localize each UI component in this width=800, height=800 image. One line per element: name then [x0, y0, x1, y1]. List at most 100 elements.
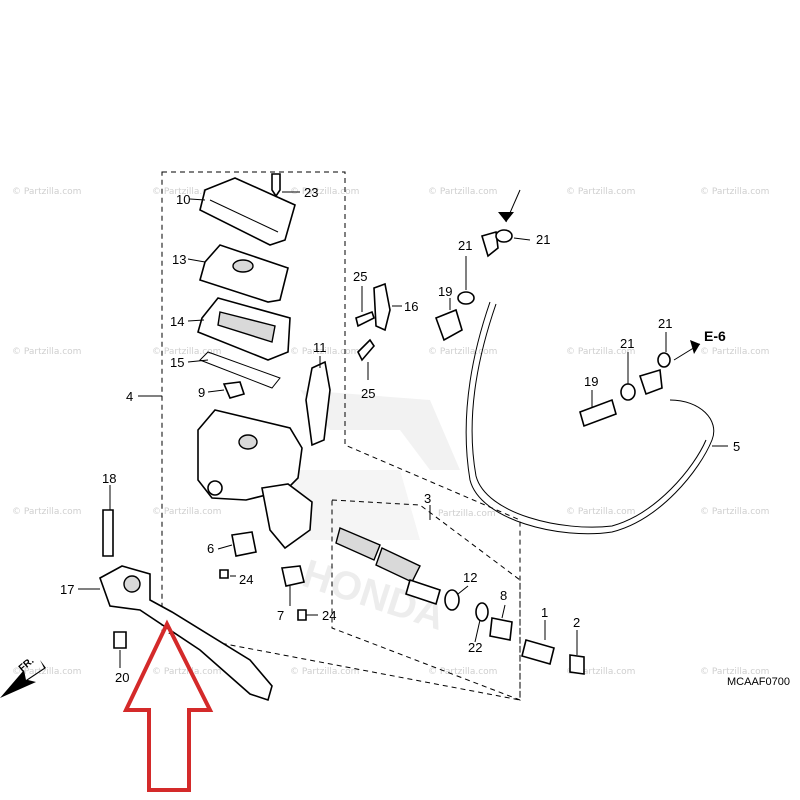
callout-22: 22 [468, 640, 482, 655]
diaphragm-center [217, 311, 276, 343]
lever-bolt-part [102, 509, 114, 557]
upper-direction-arrowhead [498, 212, 514, 222]
bolt-part [357, 338, 376, 362]
highlight-arrow [122, 619, 214, 792]
piston-cup-part [405, 578, 441, 606]
watermark-text: © Partzilla.com [700, 507, 769, 517]
pin-part [521, 639, 555, 665]
callout-13: 13 [172, 252, 186, 267]
watermark-text: © Partzilla.com [12, 507, 81, 517]
body-lower-part [261, 483, 313, 550]
watermark-text: © Partzilla.com [152, 667, 221, 677]
callout-21: 21 [658, 316, 672, 331]
callout-11: 11 [313, 340, 327, 355]
watermark-text: © Partzilla.com [428, 347, 497, 357]
callout-15: 15 [170, 355, 184, 370]
watermark-text: © Partzilla.com [428, 187, 497, 197]
lever-pivot [123, 575, 141, 593]
e6-direction-arrowhead [690, 340, 700, 354]
callout-9: 9 [198, 385, 205, 400]
watermark-text: © Partzilla.com [700, 347, 769, 357]
watermark-text: © Partzilla.com [566, 347, 635, 357]
callout-12: 12 [463, 570, 477, 585]
watermark-layer: © Partzilla.com © Partzilla.com © Partzi… [12, 187, 769, 677]
holder-part [305, 360, 331, 447]
callout-19: 19 [584, 374, 598, 389]
diagram-code: MCAAF0700 [727, 676, 790, 688]
callout-10: 10 [176, 192, 190, 207]
switch-part [281, 565, 305, 587]
banjo-bolt-part [434, 308, 463, 342]
callout-1: 1 [541, 605, 548, 620]
reference-label: E-6 [704, 328, 726, 344]
oring-part [475, 602, 489, 622]
callout-7: 7 [277, 608, 284, 623]
watermark-text: © Partzilla.com [428, 667, 497, 677]
watermark-text: © Partzilla.com [152, 347, 221, 357]
diaphragm-plate-hole [232, 259, 254, 273]
screw-part [219, 569, 229, 579]
callout-23: 23 [304, 185, 318, 200]
watermark-text: © Partzilla.com [566, 187, 635, 197]
watermark-text: © Partzilla.com [12, 187, 81, 197]
sealing-washer-part [620, 383, 636, 401]
callout-4: 4 [126, 389, 133, 404]
callout-3: 3 [424, 491, 431, 506]
float-plate-part [199, 351, 281, 389]
callout-25: 25 [353, 269, 367, 284]
brake-lever-part [99, 565, 273, 702]
callout-6: 6 [207, 541, 214, 556]
spring-part [335, 527, 381, 561]
clip-part [222, 381, 246, 399]
watermark-text: © Partzilla.com [152, 507, 221, 517]
reservoir-cap-edge [209, 199, 279, 233]
callout-8: 8 [500, 588, 507, 603]
callout-24: 24 [322, 608, 336, 623]
front-direction-arrow [0, 660, 46, 698]
cap-part [569, 654, 585, 675]
brake-hose-part [465, 301, 715, 535]
watermark-text: © Partzilla.com [566, 507, 635, 517]
hose-fitting-upper [481, 230, 499, 258]
watermark-text: © Partzilla.com [12, 347, 81, 357]
boot-cover-part [373, 282, 391, 332]
callout-25: 25 [361, 386, 375, 401]
sealing-washer-part [495, 229, 513, 243]
watermark-text: © Partzilla.com [700, 187, 769, 197]
callout-21: 21 [536, 232, 550, 247]
callout-labels: 10 23 13 14 15 9 4 11 25 16 25 6 24 7 24… [60, 185, 740, 685]
bolt-part [355, 310, 375, 328]
callout-17: 17 [60, 582, 74, 597]
callout-21: 21 [458, 238, 472, 253]
sealing-washer-part [457, 291, 475, 305]
watermark-text: © Partzilla.com [290, 347, 359, 357]
callout-2: 2 [573, 615, 580, 630]
sealing-washer-part [657, 352, 671, 368]
inner-watermark: Partzilla.com [438, 509, 496, 519]
washer-part [444, 589, 460, 611]
push-rod-part [489, 617, 513, 641]
brake-hose-inner [471, 303, 707, 528]
leader-lines [78, 191, 728, 668]
callout-14: 14 [170, 314, 184, 329]
watermark-text: © Partzilla.com [152, 187, 221, 197]
callout-24: 24 [239, 572, 253, 587]
lever-nut-part [113, 631, 127, 649]
diaphragm-plate-part [199, 244, 289, 303]
body-pivot [207, 480, 223, 496]
watermark-text: © Partzilla.com [566, 667, 635, 677]
callout-16: 16 [404, 299, 418, 314]
watermark-text: © Partzilla.com [12, 667, 81, 677]
watermark-text: © Partzilla.com [290, 187, 359, 197]
piston-set-outline [331, 499, 521, 701]
callout-19: 19 [438, 284, 452, 299]
master-cylinder-body-part [197, 409, 303, 501]
cap-screw-part [271, 173, 281, 198]
reservoir-cap-part [199, 177, 296, 246]
hose-fitting-lower [638, 368, 663, 396]
callout-5: 5 [733, 439, 740, 454]
callout-18: 18 [102, 471, 116, 486]
callout-21: 21 [620, 336, 634, 351]
body-port [238, 434, 258, 450]
